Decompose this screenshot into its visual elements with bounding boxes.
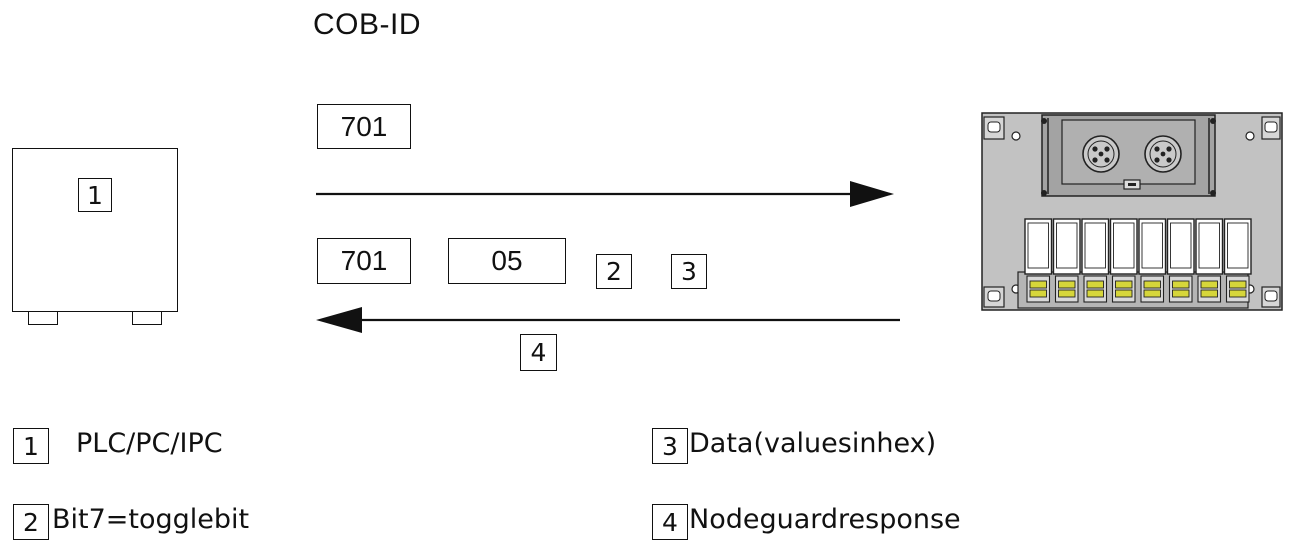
valve-slice — [1052, 218, 1081, 303]
legend-marker-3: 3 — [652, 428, 688, 464]
legend-text-3: Data(valuesinhex) — [689, 428, 937, 459]
master-body — [12, 148, 178, 312]
response-cob-id-box: 701 — [317, 238, 411, 284]
valve-slice — [1024, 218, 1053, 303]
valve-slice — [1081, 218, 1110, 303]
valve-slice — [1166, 218, 1195, 303]
bus-connector-out-icon — [1144, 135, 1182, 173]
valve-slice — [1223, 218, 1252, 303]
legend-marker-2: 2 — [13, 504, 49, 540]
master-marker: 1 — [78, 178, 112, 212]
valve-slice — [1109, 218, 1138, 303]
cob-id-title: COB-ID — [313, 8, 421, 41]
node-guard-response-marker: 4 — [520, 334, 557, 371]
request-cob-id-box: 701 — [317, 104, 411, 149]
valve-slice — [1195, 218, 1224, 303]
response-arrow — [316, 307, 900, 333]
master-foot-right — [132, 311, 162, 325]
legend-text-2: Bit7=togglebit — [52, 504, 250, 535]
response-data-box: 05 — [448, 238, 566, 284]
legend-marker-4: 4 — [652, 504, 688, 540]
valve-slices — [1024, 218, 1252, 303]
request-arrow — [316, 181, 894, 207]
master-device: 1 — [12, 148, 178, 325]
legend-marker-1: 1 — [13, 428, 49, 464]
data-marker: 3 — [671, 254, 707, 289]
bus-connector-in-icon — [1082, 135, 1120, 173]
legend-text-1: PLC/PC/IPC — [76, 428, 223, 459]
master-foot-left — [28, 311, 58, 325]
toggle-bit-marker: 2 — [596, 254, 632, 289]
valve-slice — [1138, 218, 1167, 303]
legend-text-4: Nodeguardresponse — [689, 504, 961, 535]
